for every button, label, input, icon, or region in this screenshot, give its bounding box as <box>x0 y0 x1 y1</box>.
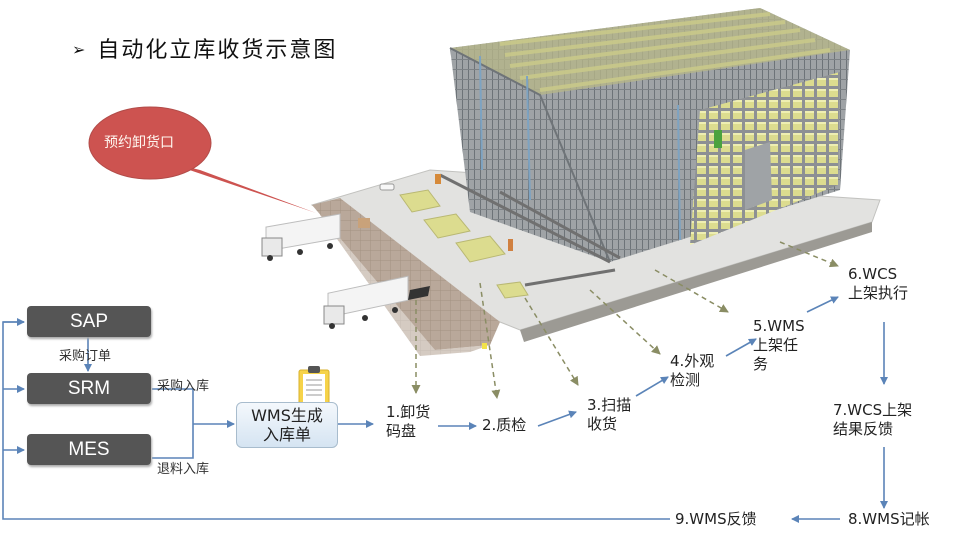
step-line: 8.WMS记帐 <box>848 510 930 528</box>
page-title-text: 自动化立库收货示意图 <box>97 38 338 63</box>
edge-label-purchase-order: 采购订单 <box>59 349 112 364</box>
step-line: 检测 <box>670 371 701 389</box>
step-1-unload-palletize: 1.卸货码盘 <box>386 403 430 441</box>
truck-1 <box>261 213 341 261</box>
callout-label: 预约卸货口 <box>104 135 174 151</box>
system-label: MES <box>68 438 110 460</box>
wms-generate-inbound-order-box[interactable]: WMS生成入库单 <box>236 402 338 448</box>
page-title: ➢ 自动化立库收货示意图 <box>72 32 337 64</box>
truck-2 <box>323 275 430 329</box>
edge-label-purchase-inbound: 采购入库 <box>157 379 210 394</box>
step-line: 2.质检 <box>482 416 527 434</box>
step-line: 4.外观 <box>670 352 715 370</box>
dashed-links <box>411 241 839 399</box>
step-9-wms-feedback: 9.WMS反馈 <box>675 510 757 529</box>
system-box-srm[interactable]: SRM <box>27 373 151 404</box>
flow-links <box>2 296 888 523</box>
step-line: 上架执行 <box>848 284 909 302</box>
system-label: SRM <box>67 377 111 399</box>
step-7-wcs-result-feedback: 7.WCS上架结果反馈 <box>833 401 912 439</box>
step-line: 7.WCS上架 <box>833 401 913 419</box>
edge-label-return-inbound: 退料入库 <box>157 462 210 477</box>
warehouse-illustration <box>261 8 881 356</box>
system-label: SAP <box>69 310 109 332</box>
step-line: 5.WMS <box>753 317 805 335</box>
step-line: 务 <box>753 355 769 373</box>
step-line: 9.WMS反馈 <box>675 510 757 528</box>
wms-box-line2: 入库单 <box>262 425 311 444</box>
step-line: 3.扫描 <box>587 396 632 414</box>
step-line: 上架任 <box>753 336 799 354</box>
clipboard-icon <box>298 366 330 407</box>
step-line: 结果反馈 <box>833 420 894 438</box>
arrow-bullet-icon: ➢ <box>72 40 88 59</box>
step-line: 6.WCS <box>848 265 898 283</box>
step-line: 收货 <box>587 415 618 433</box>
step-line: 码盘 <box>386 422 417 440</box>
system-box-sap[interactable]: SAP <box>27 306 151 337</box>
step-3-scan-receive: 3.扫描收货 <box>587 396 631 434</box>
dock-callout <box>88 106 316 213</box>
step-4-visual-inspection: 4.外观检测 <box>670 352 714 390</box>
step-line: 1.卸货 <box>386 403 431 421</box>
step-2-quality-check: 2.质检 <box>482 416 526 435</box>
wms-box-line1: WMS生成 <box>251 406 323 425</box>
system-box-mes[interactable]: MES <box>27 434 151 465</box>
step-8-wms-posting: 8.WMS记帐 <box>848 510 930 529</box>
